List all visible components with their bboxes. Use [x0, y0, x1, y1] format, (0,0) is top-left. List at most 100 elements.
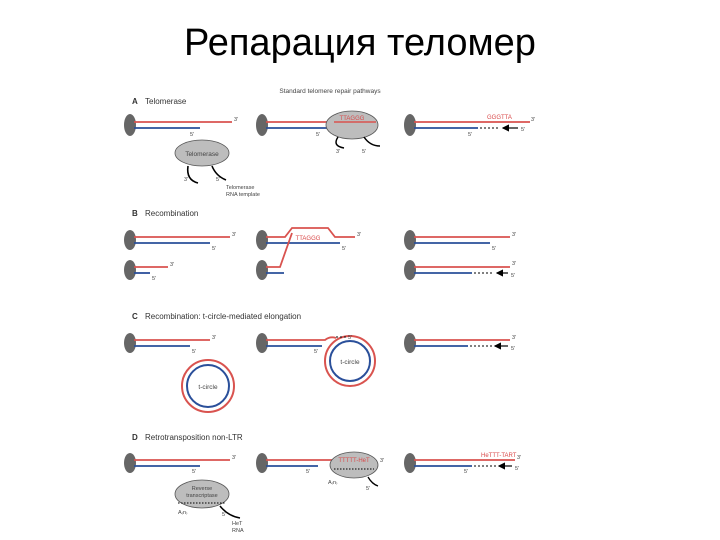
polya-label: A₍n₎ — [178, 510, 188, 516]
rna-3prime: 3' — [184, 177, 188, 183]
section-c-panel-3: 3' 5' — [404, 333, 516, 353]
chromosome-end — [404, 114, 416, 136]
label-5prime: 5' — [511, 273, 515, 279]
t-circle-outer — [181, 359, 235, 413]
label-5prime-arrow: 5' — [521, 127, 525, 133]
rna-template-tail — [211, 165, 227, 181]
rna-5prime: 5' — [362, 149, 366, 155]
section-b-title: Recombination — [145, 209, 198, 218]
label-3prime: 3' — [212, 335, 216, 341]
label-5prime: 5' — [190, 132, 194, 138]
section-b-letter: B — [132, 209, 138, 218]
het-label-line2: RNA — [232, 528, 244, 534]
chromosome-end — [256, 230, 268, 250]
chromosome-end — [256, 453, 268, 473]
rna-3prime: 3' — [336, 149, 340, 155]
reverse-transcriptase-complex — [329, 451, 379, 479]
t-circle-outer — [324, 335, 376, 387]
label-3prime: 3' — [531, 117, 535, 123]
chromosome-end — [404, 333, 416, 353]
cross-repeat-label: TTAGGG — [296, 236, 321, 242]
rna-5prime: 5' — [222, 512, 226, 518]
section-d-title: Retrotransposition non-LTR — [145, 433, 243, 442]
het-rna-tail — [219, 505, 241, 519]
section-d-panel-3: HeTTT-TART 3' 5' 5' — [404, 453, 521, 475]
label-3prime: 3' — [357, 232, 361, 238]
invading-strand-top — [266, 227, 355, 238]
chromosome-end — [256, 333, 268, 353]
label-5prime-lower: 5' — [314, 349, 318, 355]
t-circle-inner — [329, 340, 371, 382]
section-a-panel-2: 5' TTAGGG 3' 5' — [256, 110, 381, 155]
section-a-panel-1: 3' 5' Telomerase 3' 5' Telomerase RNA te… — [124, 114, 260, 198]
label-5prime: 5' — [316, 132, 320, 138]
rna-template-strand — [186, 165, 199, 184]
chromosome-end — [404, 260, 416, 280]
label-3prime: 3' — [234, 117, 238, 123]
slide-title: Репарация теломер — [184, 22, 536, 64]
chromosome-end — [124, 260, 136, 280]
polya-label: A₍n₎ — [328, 480, 338, 486]
chromosome-end — [124, 114, 136, 136]
template-label-line1: Telomerase — [226, 185, 254, 191]
d-complex-repeat: TTTTT-HeT — [338, 458, 370, 464]
het-label-line1: HeT — [232, 521, 243, 527]
g-strand-line — [266, 336, 337, 341]
rt-label-line1: Reverse — [192, 486, 212, 492]
chromosome-end — [404, 230, 416, 250]
section-b-panel-2: TTAGGG 3' 5' — [256, 227, 361, 280]
invading-strand — [266, 232, 293, 268]
section-b-panel-3: 3' 5' 3' 5' — [404, 230, 516, 280]
section-a-title: Telomerase — [145, 97, 187, 106]
label-3prime: 3' — [232, 232, 236, 238]
label-3prime: 3' — [512, 232, 516, 238]
label-5prime: 5' — [468, 132, 472, 138]
label-5prime: 5' — [152, 276, 156, 282]
label-3prime: 3' — [512, 261, 516, 267]
label-3prime: 3' — [512, 335, 516, 341]
telomerase-label: Telomerase — [185, 151, 219, 158]
section-d-panel-1: 3' 5' Reverse transcriptase A₍n₎ 5' HeT … — [124, 453, 244, 534]
telomerase-complex — [325, 110, 379, 140]
label-3prime: 3' — [232, 455, 236, 461]
rna-5prime: 5' — [366, 486, 370, 492]
label-5prime: 5' — [306, 469, 310, 475]
new-repeat-label: GGGTTA — [487, 115, 512, 121]
t-circle-inner — [186, 364, 230, 408]
label-5prime: 5' — [192, 469, 196, 475]
label-5prime: 5' — [348, 335, 352, 341]
t-circle-label: t-circle — [198, 384, 218, 391]
label-5prime: 5' — [192, 349, 196, 355]
d-new-repeat: HeTTT-TART — [481, 453, 517, 459]
section-a-panel-3: GGGTTA 3' 5' 5' — [404, 114, 535, 138]
rna-5prime: 5' — [216, 177, 220, 183]
chromosome-end — [256, 114, 268, 136]
label-3prime: 3' — [517, 455, 521, 461]
telomerase-complex — [174, 139, 230, 167]
section-c-panel-1: 3' 5' t-circle — [124, 333, 235, 413]
rna-template-strand — [335, 136, 345, 149]
section-c-title: Recombination: t-circle-mediated elongat… — [145, 312, 301, 321]
rna-template-tail — [363, 136, 381, 147]
label-5prime: 5' — [464, 469, 468, 475]
figure-header: Standard telomere repair pathways — [279, 88, 381, 95]
chromosome-end — [256, 260, 268, 280]
section-a-letter: A — [132, 97, 138, 106]
label-3prime: 3' — [170, 262, 174, 268]
section-c-letter: C — [132, 312, 138, 321]
label-5prime-arrow: 5' — [515, 466, 519, 472]
section-c-panel-2: t-circle 5' 5' — [256, 333, 376, 387]
section-d-letter: D — [132, 433, 138, 442]
rt-label-line2: transcriptase — [186, 493, 218, 499]
template-label-line2: RNA template — [226, 192, 260, 198]
chromosome-end — [404, 453, 416, 473]
label-5prime: 5' — [511, 346, 515, 352]
label-5prime: 5' — [492, 246, 496, 252]
chromosome-end — [124, 453, 136, 473]
chromosome-end — [124, 230, 136, 250]
label-5prime: 5' — [342, 246, 346, 252]
section-b-panel-1: 3' 5' 3' 5' — [124, 230, 236, 282]
label-5prime: 5' — [212, 246, 216, 252]
reverse-transcriptase-complex — [174, 479, 230, 509]
